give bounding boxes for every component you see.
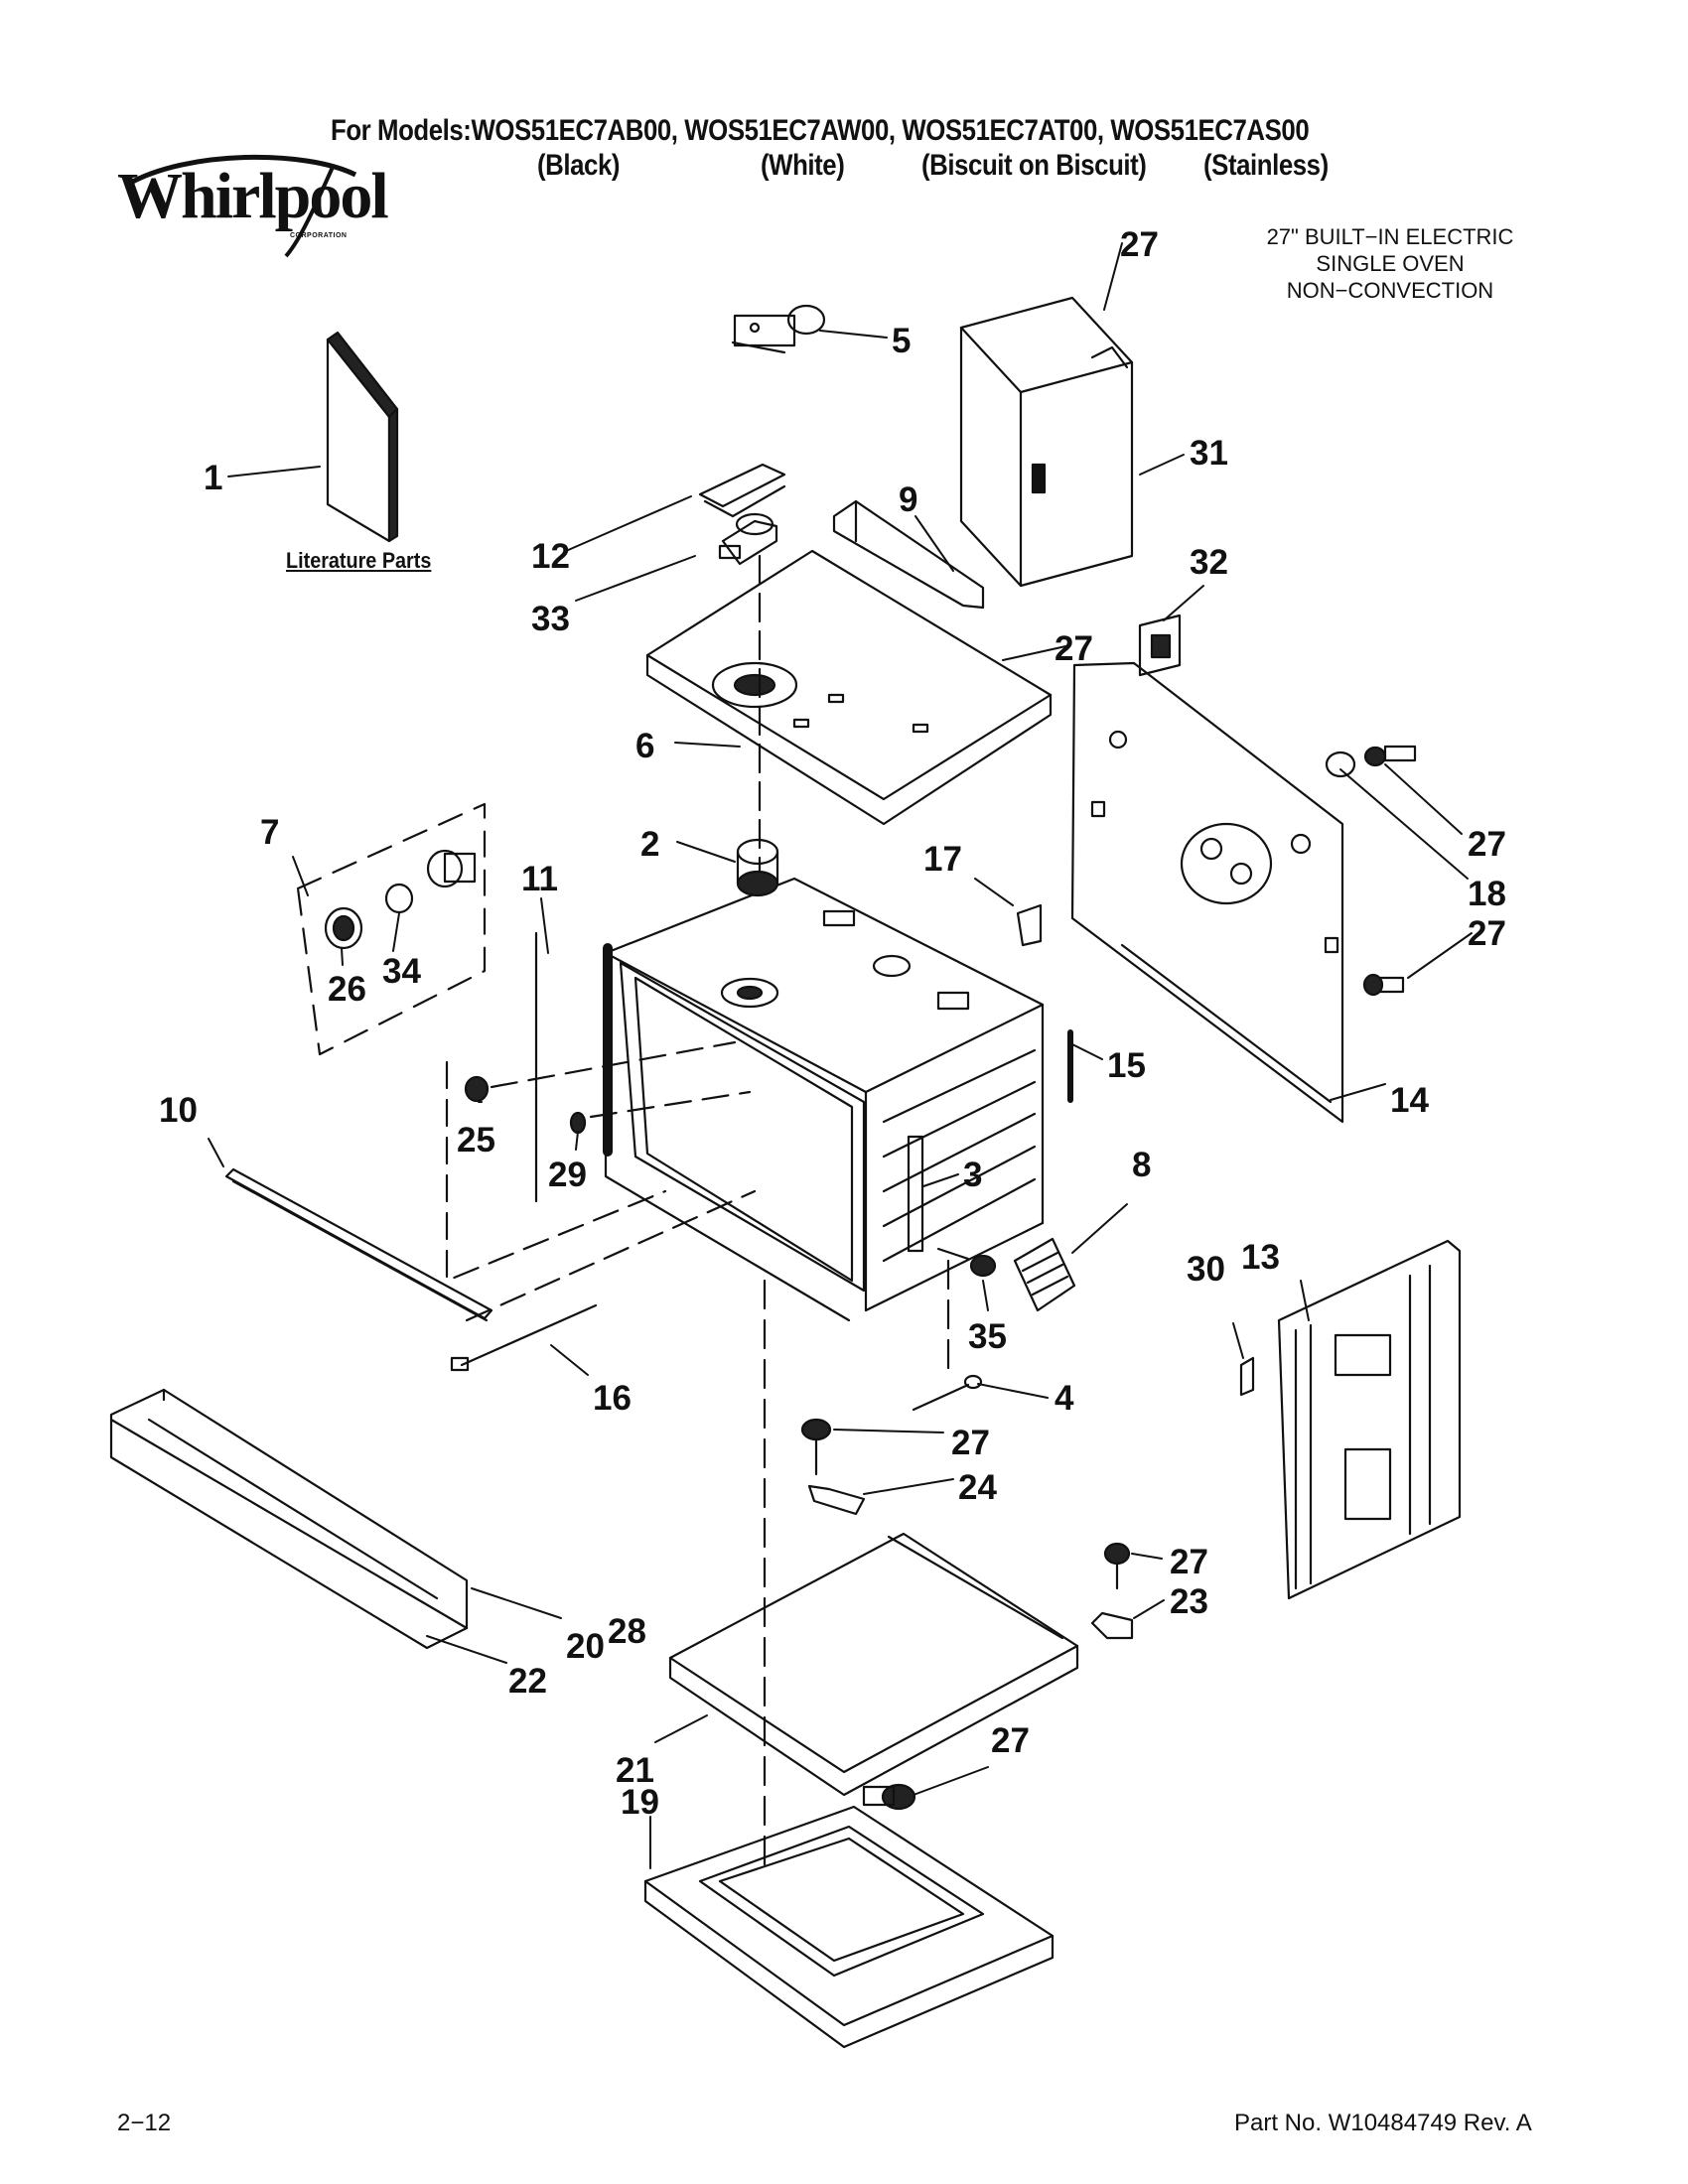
whirlpool-swoosh-icon [125,154,357,258]
callout-6: 6 [635,727,654,765]
literature-parts-label: Literature Parts [286,548,432,573]
callout-18: 18 [1468,875,1506,913]
callout-3: 3 [963,1156,982,1194]
callout-31: 31 [1190,434,1228,473]
callout-27-bottom: 27 [991,1721,1030,1760]
callout-26: 26 [328,970,366,1009]
thermostat-part [731,304,826,354]
screw-group-18 [1325,745,1417,778]
screw-27-mid [800,1418,832,1476]
oven-description: 27" BUILT−IN ELECTRIC SINGLE OVEN NON−CO… [1231,223,1549,304]
callout-7: 7 [260,813,279,852]
callout-34: 34 [382,952,421,991]
callout-28: 28 [608,1612,646,1651]
part-number: Part No. W10484749 Rev. A [1234,2110,1532,2136]
callout-29: 29 [548,1156,587,1194]
callout-labels: 1 2 3 4 5 6 7 8 9 10 11 12 13 14 15 16 1… [159,225,1506,1822]
top-panel-6 [645,549,1053,826]
rear-top-panel [959,296,1134,588]
callout-17: 17 [923,840,962,879]
callout-32: 32 [1190,543,1228,582]
color-white: (White) [761,149,845,182]
leader-lines [208,242,1473,1869]
vent-cover-8 [1013,1237,1076,1312]
screw-35 [936,1247,997,1278]
callout-1: 1 [204,459,222,497]
oven-cavity [603,877,1045,1322]
light-26 [324,906,363,950]
callout-4: 4 [1055,1379,1074,1418]
bottom-panel-19 [643,1805,1055,2049]
callout-35: 35 [968,1317,1007,1356]
bracket-32 [1138,614,1182,677]
callout-12: 12 [531,537,570,576]
desc-line-3: NON−CONVECTION [1286,278,1494,303]
callout-33: 33 [531,600,570,638]
callout-16: 16 [593,1379,632,1418]
side-panel-13 [1277,1239,1462,1600]
callout-22: 22 [508,1662,547,1701]
rear-panel-14 [1070,661,1344,1124]
callout-14: 14 [1390,1081,1429,1120]
callout-2: 2 [640,825,659,864]
callout-25: 25 [457,1121,495,1160]
callout-27-center: 27 [951,1424,990,1462]
socket-34b [426,849,477,888]
literature-booklet [326,331,399,543]
callout-24: 24 [958,1468,997,1507]
logo-corporation: CORPORATION [290,232,348,239]
bracket-12 [698,463,786,518]
vent-9 [832,499,985,610]
callout-27-mid: 27 [1055,629,1093,668]
callout-11: 11 [521,860,558,898]
callout-21: 21 [616,1751,654,1790]
bottom-tray-21 [668,1532,1079,1797]
callout-13: 13 [1241,1238,1280,1277]
callout-19: 19 [621,1783,659,1822]
desc-line-2: SINGLE OVEN [1316,251,1465,276]
callout-27-right-a: 27 [1468,825,1506,864]
bracket-33 [718,512,778,566]
callout-8: 8 [1132,1146,1151,1184]
whirlpool-logo: Whirlpool [117,160,389,232]
callout-20: 20 [566,1627,605,1666]
callout-10: 10 [159,1091,198,1130]
callout-27-top: 27 [1120,225,1159,264]
color-stainless: (Stainless) [1203,149,1329,182]
front-trim-20-22 [109,1388,469,1650]
callout-23: 23 [1170,1582,1208,1621]
color-biscuit: (Biscuit on Biscuit) [921,149,1147,182]
screw-27-right [1362,973,1405,997]
color-black: (Black) [537,149,621,182]
desc-line-1: 27" BUILT−IN ELECTRIC [1266,224,1514,249]
callout-27-right-b: 27 [1468,914,1506,953]
callout-9: 9 [899,480,917,519]
element-2 [736,838,779,897]
callout-15: 15 [1107,1046,1146,1085]
callout-5: 5 [892,322,911,360]
sensor-3 [907,1135,924,1253]
callout-30: 30 [1187,1250,1225,1289]
page-number: 2−12 [117,2110,172,2136]
models-header: For Models:WOS51EC7AB00, WOS51EC7AW00, W… [331,114,1310,147]
bulb-34 [384,883,414,914]
callout-27-lower: 27 [1170,1543,1208,1581]
